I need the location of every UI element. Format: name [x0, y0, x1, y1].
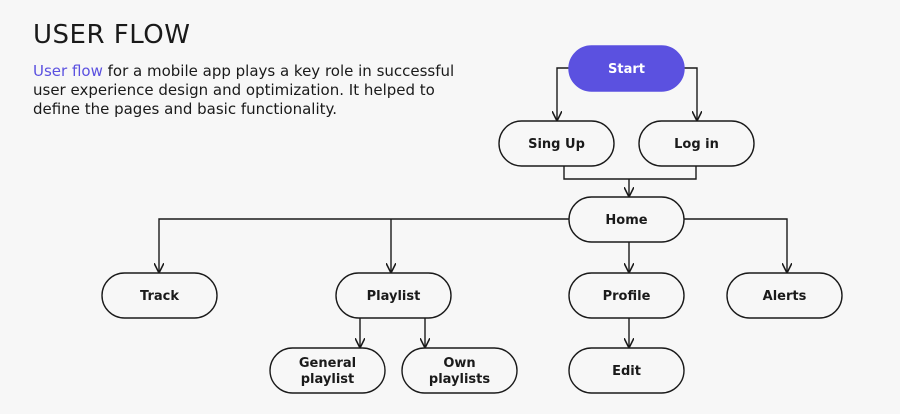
node-general-playlist-line1: General	[299, 356, 356, 371]
node-home: Home	[568, 196, 685, 243]
node-profile: Profile	[568, 272, 685, 319]
node-profile-label: Profile	[603, 289, 651, 304]
node-start-label: Start	[608, 62, 645, 77]
intro-highlight: User flow	[33, 62, 103, 80]
node-home-label: Home	[605, 213, 647, 228]
node-edit: Edit	[568, 347, 685, 394]
page-title: USER FLOW	[33, 20, 191, 50]
node-playlist: Playlist	[335, 272, 452, 319]
intro-text: for a mobile app plays a key role in suc…	[33, 62, 455, 118]
connectors	[159, 67, 787, 347]
node-start: Start	[568, 45, 685, 92]
intro-paragraph: User flow for a mobile app plays a key r…	[33, 62, 463, 119]
node-general-playlist-line2: playlist	[301, 372, 354, 387]
connector-home-alerts	[684, 218, 787, 272]
node-edit-label: Edit	[612, 364, 641, 379]
node-own-playlists-line2: playlists	[429, 372, 490, 387]
node-general-playlist: General playlist	[269, 347, 386, 394]
node-login-label: Log in	[674, 137, 719, 152]
node-signup: Sing Up	[498, 120, 615, 167]
node-track: Track	[101, 272, 218, 319]
node-track-label: Track	[140, 289, 179, 304]
connector-start-signup	[557, 67, 569, 120]
connector-home-track-playlist	[159, 218, 569, 272]
connector-auth-merge	[563, 166, 697, 180]
node-own-playlists: Own playlists	[401, 347, 518, 394]
node-playlist-label: Playlist	[367, 289, 421, 304]
node-own-playlists-line1: Own	[443, 356, 475, 371]
node-login: Log in	[638, 120, 755, 167]
connector-start-login	[684, 67, 697, 120]
node-alerts-label: Alerts	[763, 289, 807, 304]
node-alerts: Alerts	[726, 272, 843, 319]
node-signup-label: Sing Up	[528, 137, 585, 152]
